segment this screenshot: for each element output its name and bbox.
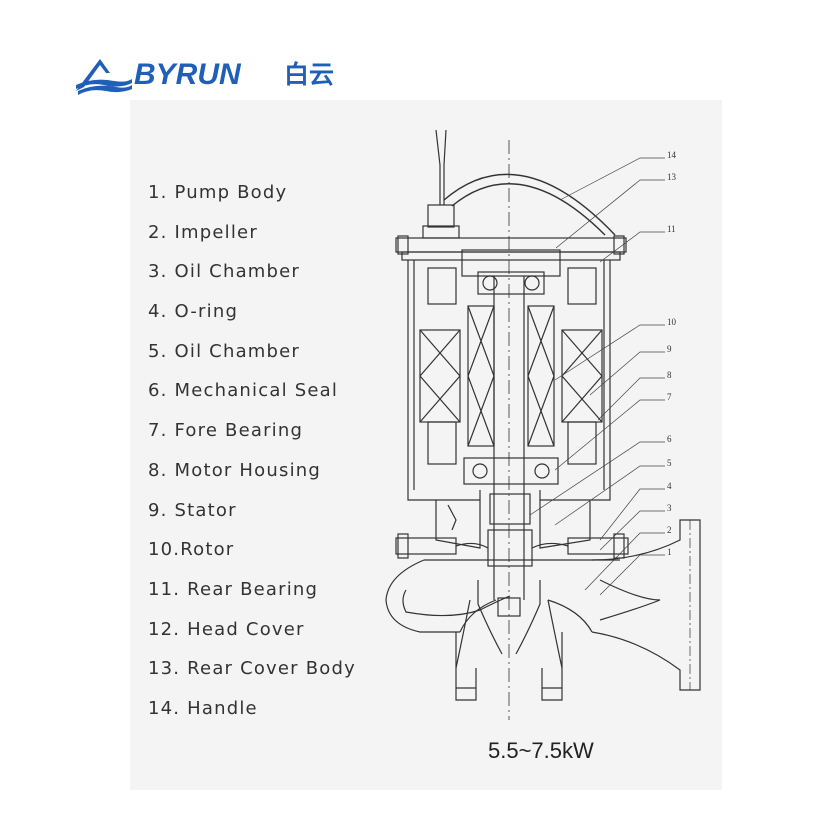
callout-number: 2: [667, 525, 672, 535]
legend-item: 9. Stator: [148, 499, 237, 521]
legend-item: 10.Rotor: [148, 539, 235, 561]
power-rating: 5.5~7.5kW: [488, 738, 594, 763]
callout-number: 1: [667, 547, 672, 557]
legend-item: 13. Rear Cover Body: [148, 658, 356, 680]
callout-number: 14: [667, 150, 677, 160]
legend-item: 4. O-ring: [148, 301, 239, 323]
pump-cross-section-drawing: 14 13 11 10 9 8 7 6 5 4 3 2 1: [385, 129, 701, 720]
parts-legend: 1. Pump Body 2. Impeller 3. Oil Chamber …: [148, 178, 356, 734]
callout-number: 4: [667, 481, 672, 491]
legend-item: 12. Head Cover: [148, 618, 305, 640]
legend-item: 8. Motor Housing: [148, 459, 321, 481]
brand-name: BYRUN: [134, 58, 241, 91]
callout-number: 3: [667, 503, 672, 513]
callout-number: 9: [667, 344, 672, 354]
legend-item: 2. Impeller: [148, 221, 258, 243]
callout-number: 7: [667, 392, 672, 402]
diagram-background: [130, 100, 722, 790]
legend-item: 3. Oil Chamber: [148, 261, 301, 283]
callout-number: 13: [667, 172, 677, 182]
byrun-logo: BYRUN 白云: [74, 55, 344, 100]
legend-item: 5. Oil Chamber: [148, 340, 301, 362]
callout-number: 10: [667, 317, 677, 327]
brand-chinese-name: 白云: [284, 60, 335, 89]
drawing-outline: [385, 129, 701, 720]
legend-item: 6. Mechanical Seal: [148, 380, 339, 402]
callout-leaders: [529, 157, 665, 596]
callout-number: 6: [667, 434, 672, 444]
callout-number: 8: [667, 370, 672, 380]
legend-item: 11. Rear Bearing: [148, 578, 319, 600]
callout-number: 5: [667, 458, 672, 468]
legend-item: 14. Handle: [148, 697, 258, 719]
wave-logo-icon: [76, 59, 132, 95]
legend-item: 7. Fore Bearing: [148, 420, 304, 442]
callout-number: 11: [667, 224, 676, 234]
legend-item: 1. Pump Body: [148, 182, 288, 203]
